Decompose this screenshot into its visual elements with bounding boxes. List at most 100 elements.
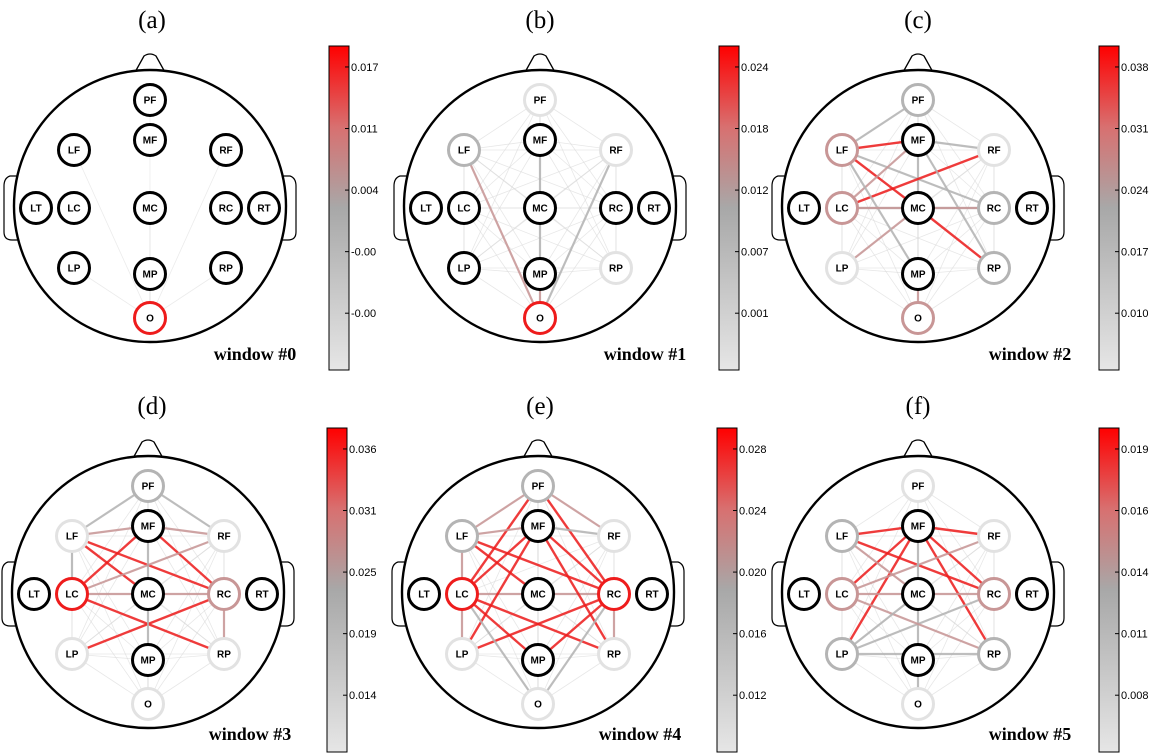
- node-label: RP: [987, 264, 1001, 275]
- node-mp: MP: [523, 257, 557, 291]
- node-ring: [131, 687, 165, 721]
- colorbar: [718, 45, 740, 371]
- nose-shape: [521, 439, 555, 461]
- edge-faint: [917, 149, 995, 275]
- node-ring: [445, 637, 479, 671]
- node-lp: LP: [55, 637, 89, 671]
- edge-faint: [539, 207, 617, 319]
- node-ring: [901, 123, 935, 157]
- node-label: LP: [456, 650, 469, 661]
- node-mf: MF: [901, 509, 935, 543]
- node-label: PF: [912, 96, 925, 107]
- edge-faint: [71, 525, 149, 655]
- node-label: RT: [647, 204, 660, 215]
- node-label: RP: [219, 264, 233, 275]
- node-ring: [637, 191, 671, 225]
- node-label: MF: [911, 522, 925, 533]
- node-lf: LF: [57, 133, 91, 167]
- node-ring: [597, 577, 631, 611]
- node-rc: RC: [207, 577, 241, 611]
- node-mp: MP: [901, 643, 935, 677]
- edge-faint: [917, 535, 995, 705]
- colorbar-tick-label: 0.025: [349, 567, 377, 579]
- node-lp: LP: [825, 637, 859, 671]
- node-ring: [133, 191, 167, 225]
- window-label: window #3: [209, 724, 292, 744]
- panel-label: (d): [137, 393, 166, 420]
- edge-faint: [539, 99, 617, 209]
- edge-faint: [841, 485, 919, 595]
- left-ear-shape: [3, 175, 19, 241]
- node-mf: MF: [133, 123, 167, 157]
- node-ring: [521, 687, 555, 721]
- colorbar: [1098, 45, 1120, 371]
- node-label: LC: [457, 204, 470, 215]
- node-label: RC: [609, 204, 623, 215]
- colorbar-tick-label: 0.024: [1121, 185, 1149, 197]
- node-ring: [901, 643, 935, 677]
- node-rp: RP: [977, 637, 1011, 671]
- node-ring: [523, 123, 557, 157]
- edge-faint: [539, 99, 617, 269]
- edge-faint: [71, 535, 149, 661]
- node-label: RF: [987, 532, 1000, 543]
- colorbar-tick-label: 0.007: [741, 247, 769, 259]
- colorbar-tick-label: 0.017: [1121, 247, 1149, 259]
- node-ring: [209, 191, 243, 225]
- node-label: RP: [609, 264, 623, 275]
- node-ring: [521, 643, 555, 677]
- colorbar-tick-label: 0.028: [739, 444, 767, 456]
- nose-shape: [901, 53, 935, 75]
- node-rt: RT: [637, 191, 671, 225]
- left-ear-shape: [771, 175, 787, 241]
- node-ring: [901, 509, 935, 543]
- node-label: PF: [532, 482, 545, 493]
- edge-lf-mp: [841, 149, 919, 275]
- node-ring: [131, 509, 165, 543]
- node-label: O: [914, 314, 922, 325]
- node-lt: LT: [787, 191, 821, 225]
- node-label: LC: [835, 204, 848, 215]
- edge-faint: [917, 593, 995, 705]
- node-ring: [209, 251, 243, 285]
- node-label: LP: [836, 650, 849, 661]
- node-ring: [825, 133, 859, 167]
- node-ring: [521, 469, 555, 503]
- node-mc: MC: [133, 191, 167, 225]
- node-ring: [523, 301, 557, 335]
- node-o: O: [523, 301, 557, 335]
- node-label: RF: [987, 146, 1000, 157]
- node-ring: [901, 301, 935, 335]
- edge-pf-rc: [537, 485, 615, 595]
- node-label: LC: [67, 204, 80, 215]
- node-rf: RF: [977, 133, 1011, 167]
- colorbar-tick-label: 0.031: [1121, 124, 1149, 136]
- node-rc: RC: [599, 191, 633, 225]
- nose-shape: [901, 439, 935, 461]
- right-ear-shape: [669, 561, 685, 627]
- node-label: MF: [141, 522, 155, 533]
- node-rt: RT: [1015, 577, 1049, 611]
- node-pf: PF: [521, 469, 555, 503]
- edge-faint: [461, 535, 539, 705]
- colorbar-tick-label: 0.038: [1121, 62, 1149, 74]
- edge-faint: [917, 99, 995, 269]
- node-lf: LF: [447, 133, 481, 167]
- node-label: RP: [217, 650, 231, 661]
- node-rc: RC: [977, 191, 1011, 225]
- node-o: O: [901, 687, 935, 721]
- node-ring: [247, 191, 281, 225]
- node-label: LT: [420, 204, 431, 215]
- colorbar-tick-label: 0.012: [741, 185, 769, 197]
- panel-label: (e): [526, 393, 554, 420]
- node-label: MF: [911, 136, 925, 147]
- node-ring: [901, 83, 935, 117]
- node-lp: LP: [825, 251, 859, 285]
- node-mc: MC: [901, 191, 935, 225]
- edge-faint: [917, 99, 995, 209]
- node-ring: [787, 577, 821, 611]
- node-lc: LC: [57, 191, 91, 225]
- node-ring: [523, 257, 557, 291]
- node-rf: RF: [209, 133, 243, 167]
